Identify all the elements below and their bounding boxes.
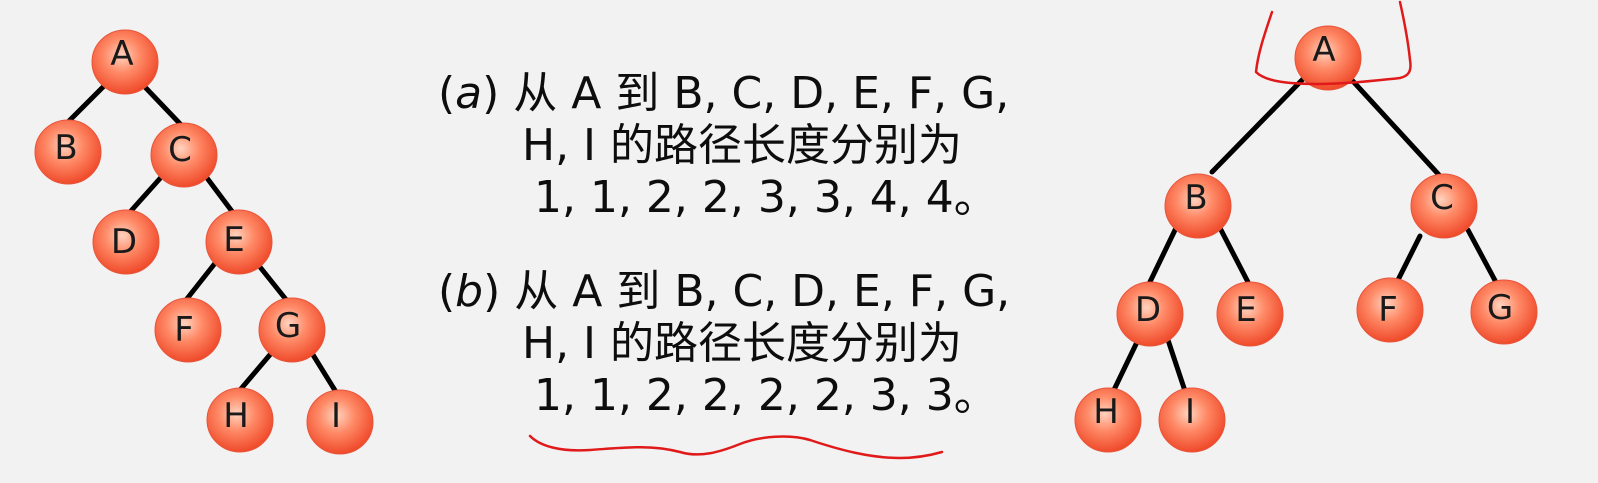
edge-b-d-i bbox=[1165, 337, 1189, 397]
edge-a-a-b bbox=[61, 83, 107, 129]
node-label: I bbox=[1185, 392, 1195, 432]
tree-b-node-c: C bbox=[1410, 173, 1478, 239]
edge-a-e-f bbox=[183, 259, 219, 303]
tree-b-edges bbox=[1109, 75, 1501, 397]
edge-a-c-e bbox=[201, 171, 237, 217]
tree-a-node-c: C bbox=[150, 122, 218, 188]
tree-b-node-h: H bbox=[1074, 387, 1142, 453]
node-label: A bbox=[1312, 30, 1335, 70]
tree-b-node-e: E bbox=[1216, 281, 1284, 347]
tree-b-node-f: F bbox=[1356, 277, 1424, 343]
red-bracket-annotation bbox=[1254, 0, 1412, 86]
edge-b-b-e bbox=[1217, 225, 1253, 289]
edge-b-d-h bbox=[1109, 337, 1141, 397]
text-block-b: (b) 从 A 到 B, C, D, E, F, G, H, I 的路径长度分别… bbox=[438, 266, 1010, 421]
red-underline-annotation bbox=[528, 434, 944, 460]
edge-b-a-b bbox=[1209, 75, 1307, 175]
tree-a-edges bbox=[61, 83, 339, 395]
tree-a-node-g: G bbox=[258, 297, 326, 363]
tree-b-node-d: D bbox=[1116, 281, 1184, 347]
text-b-line-1: (b) 从 A 到 B, C, D, E, F, G, bbox=[438, 266, 1010, 317]
node-label: G bbox=[275, 306, 301, 346]
node-label: A bbox=[110, 34, 133, 74]
tree-a-node-d: D bbox=[92, 209, 160, 275]
node-label: H bbox=[1093, 392, 1119, 432]
edge-b-b-d bbox=[1145, 225, 1179, 289]
text-a-line-3: 1, 1, 2, 2, 3, 3, 4, 4。 bbox=[534, 172, 998, 223]
tree-b-node-b: B bbox=[1164, 173, 1232, 239]
text-a-line-2: H, I 的路径长度分别为 bbox=[522, 120, 962, 171]
edge-a-c-d bbox=[127, 171, 167, 215]
tree-a-node-e: E bbox=[205, 209, 273, 275]
tree-b-node-i: I bbox=[1158, 387, 1226, 453]
edge-a-g-h bbox=[237, 347, 277, 393]
edge-b-c-g bbox=[1465, 227, 1501, 289]
text-b-line-3: 1, 1, 2, 2, 2, 2, 3, 3。 bbox=[534, 370, 998, 421]
edge-b-c-f bbox=[1395, 233, 1423, 283]
edge-a-a-c bbox=[141, 83, 189, 133]
edge-b-a-c bbox=[1347, 75, 1443, 179]
tree-b: A B C D E F G H I bbox=[1074, 25, 1538, 453]
tree-a: A B C D E F G H I bbox=[34, 29, 374, 455]
tree-b-node-g: G bbox=[1470, 279, 1538, 345]
tree-b-node-a: A bbox=[1294, 25, 1362, 91]
edge-a-g-i bbox=[307, 347, 339, 395]
tree-a-node-i: I bbox=[306, 389, 374, 455]
text-a-line-1: (a) 从 A 到 B, C, D, E, F, G, bbox=[438, 68, 1009, 119]
node-label: H bbox=[223, 396, 249, 436]
node-label: I bbox=[331, 396, 341, 436]
node-label: B bbox=[1184, 178, 1207, 218]
node-label: E bbox=[223, 220, 244, 260]
node-label: C bbox=[1430, 178, 1454, 218]
node-label: B bbox=[54, 128, 77, 168]
tree-a-node-a: A bbox=[91, 29, 159, 95]
node-label: G bbox=[1487, 288, 1513, 328]
node-label: F bbox=[174, 310, 194, 350]
text-b-line-2: H, I 的路径长度分别为 bbox=[522, 318, 962, 369]
tree-a-node-h: H bbox=[206, 387, 274, 453]
tree-a-node-f: F bbox=[154, 297, 222, 363]
node-label: E bbox=[1235, 290, 1256, 330]
node-label: F bbox=[1378, 290, 1398, 330]
node-label: C bbox=[168, 130, 192, 170]
node-label: D bbox=[111, 222, 137, 262]
edge-a-e-g bbox=[253, 259, 291, 305]
tree-a-node-b: B bbox=[34, 119, 102, 185]
text-block-a: (a) 从 A 到 B, C, D, E, F, G, H, I 的路径长度分别… bbox=[438, 68, 1009, 223]
node-label: D bbox=[1135, 290, 1161, 330]
